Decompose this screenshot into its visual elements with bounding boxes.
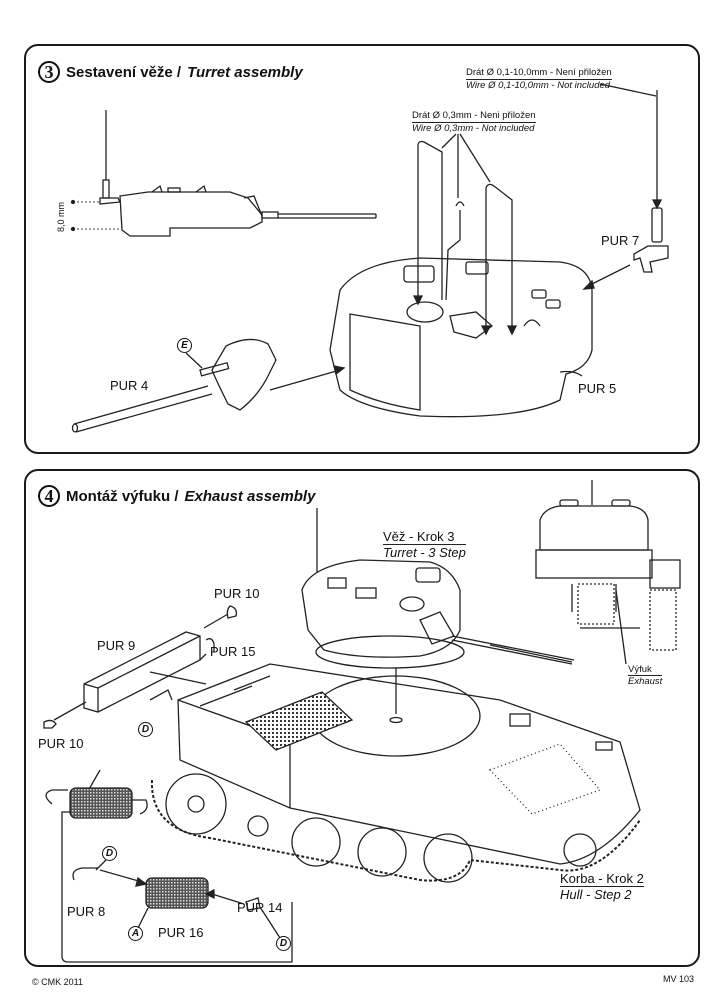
wire-note-long-en: Wire Ø 0,1-10,0mm - Not included (466, 80, 611, 91)
exhaust-detail-box (61, 769, 293, 963)
step-title-cz: Sestavení věže / (66, 63, 182, 81)
part-label-pur5: PUR 5 (578, 381, 617, 396)
step-4-header: 4 Montáž výfuku / Exhaust assembly (38, 485, 315, 507)
step-3-panel (24, 44, 700, 454)
exhaust-ref-en: Exhaust (628, 676, 663, 687)
step-title-en: Exhaust assembly (184, 487, 316, 505)
turret-step-ref: Věž - Krok 3 Turret - 3 Step (383, 529, 466, 560)
dimension-lines (73, 201, 120, 230)
wire-note-03: Drát Ø 0,3mm - Neni přiložen Wire Ø 0,3m… (412, 110, 536, 134)
wire-handles (412, 133, 518, 336)
muffler-pur9 (43, 605, 238, 729)
wire-note-long-cz: Drát Ø 0,1-10,0mm - Není přiložen (466, 67, 612, 80)
exhaust-ref-cz: Výfuk (628, 664, 663, 676)
copyright: © CMK 2011 (32, 977, 83, 987)
hull (177, 663, 641, 865)
badge-d-hull: D (138, 722, 153, 737)
document-code: MV 103 (663, 974, 695, 984)
exhaust-pur16 (45, 787, 281, 939)
badge-a: A (128, 926, 143, 941)
part-label-pur8: PUR 8 (67, 904, 106, 919)
rear-view-inset (535, 480, 681, 665)
part-label-pur7: PUR 7 (601, 233, 640, 248)
gun-pur4 (71, 338, 277, 433)
turret-side-view (99, 110, 377, 237)
part-label-pur16: PUR 16 (158, 925, 204, 940)
turret-step-ref-cz: Věž - Krok 3 (383, 529, 466, 545)
wire-note-long: Drát Ø 0,1-10,0mm - Není přiložen Wire Ø… (466, 67, 612, 91)
exhaust-ref: Výfuk Exhaust (628, 664, 663, 687)
running-gear (150, 773, 641, 883)
badge-e: E (177, 338, 192, 353)
part-label-pur4: PUR 4 (110, 378, 149, 393)
step-number-badge: 4 (38, 485, 60, 507)
turret-pur5 (329, 257, 593, 418)
badge-d-pur14: D (276, 936, 291, 951)
hull-step-ref: Korba - Krok 2 Hull - Step 2 (560, 871, 644, 902)
part-label-pur15: PUR 15 (210, 644, 256, 659)
part-label-pur10-bottom: PUR 10 (38, 736, 84, 751)
step-number-badge: 3 (38, 61, 60, 83)
step-title-en: Turret assembly (187, 63, 303, 81)
wire-note-03-cz: Drát Ø 0,3mm - Neni přiložen (412, 110, 536, 123)
part-label-pur10-top: PUR 10 (214, 586, 260, 601)
badge-d-pur8: D (102, 846, 117, 861)
hull-step-ref-en: Hull - Step 2 (560, 887, 632, 902)
step-title-cz: Montáž výfuku / (66, 487, 179, 505)
hull-step-ref-cz: Korba - Krok 2 (560, 871, 644, 887)
step-3-header: 3 Sestavení věže / Turret assembly (38, 61, 303, 83)
turret-assembled (301, 508, 575, 669)
turret-step-ref-en: Turret - 3 Step (383, 545, 466, 560)
wire-note-03-en: Wire Ø 0,3mm - Not included (412, 123, 535, 134)
part-label-pur9: PUR 9 (97, 638, 136, 653)
